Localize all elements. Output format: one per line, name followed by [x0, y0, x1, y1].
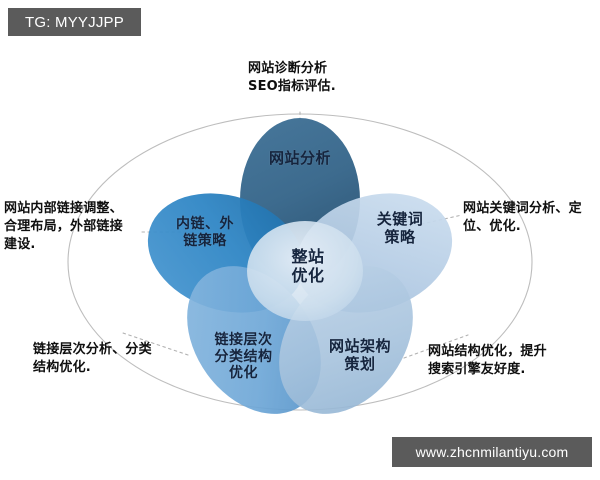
annotation-line: 网站内部链接调整、 [4, 201, 123, 216]
annotation-line: 链接层次分析、分类 [33, 342, 152, 357]
annotation-line: 网站结构优化，提升 [428, 344, 547, 359]
annotation-line: 网站诊断分析 [248, 61, 328, 76]
annotation-line: SEO指标评估. [248, 78, 336, 94]
site-watermark-badge: www.zhcnmilantiyu.com [392, 437, 592, 467]
annotation-line: 网站关键词分析、定 [463, 201, 582, 216]
annotation-line: 建设. [4, 236, 36, 252]
annotation-line: 合理布局，外部链接 [4, 218, 123, 234]
annotation-website-analysis: 网站诊断分析 SEO指标评估. [248, 60, 398, 96]
leader-line-bottom-left [119, 331, 189, 356]
annotation-site-architecture-planning: 网站结构优化，提升 搜索引擎友好度. [428, 343, 596, 379]
annotation-line: 位、优化. [463, 218, 521, 234]
annotation-line: 结构优化. [33, 359, 91, 375]
center-disc[interactable] [247, 221, 363, 321]
annotation-keyword-strategy: 网站关键词分析、定 位、优化. [463, 200, 599, 236]
annotation-link-hierarchy-optimization: 链接层次分析、分类 结构优化. [33, 341, 183, 377]
leader-line-bottom-right [403, 334, 469, 359]
tg-watermark-badge: TG: MYYJJPP [8, 8, 141, 36]
annotation-line: 搜索引擎友好度. [428, 361, 526, 377]
annotation-internal-external-link-strategy: 网站内部链接调整、 合理布局，外部链接 建设. [4, 200, 140, 254]
